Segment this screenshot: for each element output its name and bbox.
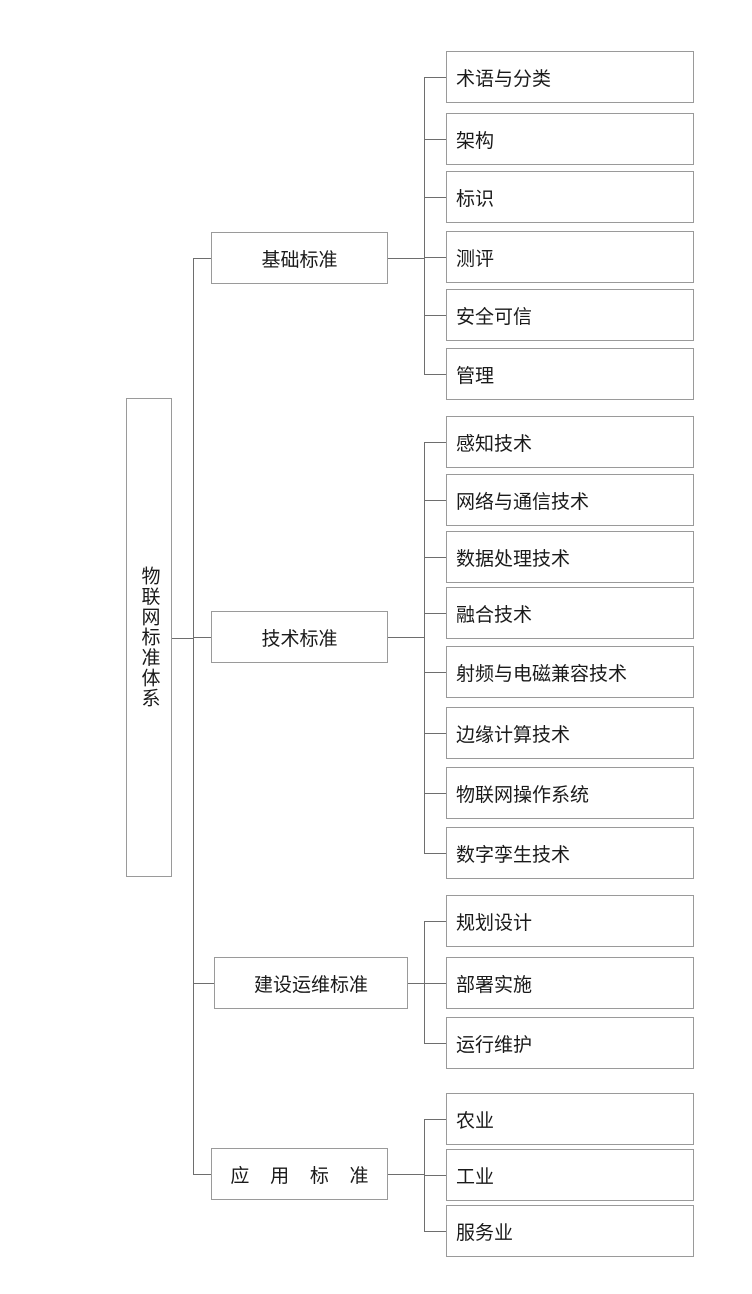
leaf-node-label: 规划设计 xyxy=(456,912,533,934)
connector-branch-1-leaf-0 xyxy=(424,442,446,443)
connector-branch-1-leaf-4 xyxy=(424,672,446,673)
category-node-label: 应 用 标 准 xyxy=(230,1165,377,1187)
leaf-node-label: 术语与分类 xyxy=(456,68,552,90)
connector-category-1-stub xyxy=(388,637,424,638)
connector-category-3-stub xyxy=(388,1174,424,1175)
category-node[interactable]: 技术标准 xyxy=(211,611,388,663)
leaf-node-label: 运行维护 xyxy=(456,1034,533,1056)
connector-branch-1-leaf-2 xyxy=(424,557,446,558)
leaf-node[interactable]: 运行维护 xyxy=(446,1017,694,1069)
leaf-node[interactable]: 工业 xyxy=(446,1149,694,1201)
category-node-label: 技术标准 xyxy=(261,628,338,650)
root-node-iot-standards-system[interactable]: 物联网标准体系 xyxy=(126,398,172,877)
category-node-label: 基础标准 xyxy=(261,249,338,271)
connector-branch-3-leaf-2 xyxy=(424,1231,446,1232)
connector-branch-trunk-2 xyxy=(424,921,425,1043)
leaf-node-label: 物联网操作系统 xyxy=(456,784,590,806)
connector-branch-1-leaf-1 xyxy=(424,500,446,501)
leaf-node[interactable]: 物联网操作系统 xyxy=(446,767,694,819)
connector-branch-1-leaf-3 xyxy=(424,613,446,614)
connector-trunk-to-0 xyxy=(193,258,211,259)
connector-branch-2-leaf-0 xyxy=(424,921,446,922)
leaf-node-label: 部署实施 xyxy=(456,974,533,996)
leaf-node[interactable]: 规划设计 xyxy=(446,895,694,947)
leaf-node[interactable]: 服务业 xyxy=(446,1205,694,1257)
connector-branch-trunk-0 xyxy=(424,77,425,374)
leaf-node-label: 农业 xyxy=(456,1110,495,1132)
root-node-label: 物联网标准体系 xyxy=(138,566,160,709)
leaf-node-label: 感知技术 xyxy=(456,433,533,455)
category-node[interactable]: 建设运维标准 xyxy=(214,957,408,1009)
connector-category-0-stub xyxy=(388,258,424,259)
leaf-node-label: 融合技术 xyxy=(456,604,533,626)
connector-root-stub xyxy=(172,637,193,639)
connector-category-2-stub xyxy=(408,983,424,984)
connector-trunk-to-2 xyxy=(193,983,214,984)
connector-branch-0-leaf-4 xyxy=(424,315,446,316)
leaf-node-label: 边缘计算技术 xyxy=(456,724,571,746)
leaf-node-label: 管理 xyxy=(456,365,495,387)
leaf-node[interactable]: 射频与电磁兼容技术 xyxy=(446,646,694,698)
leaf-node[interactable]: 部署实施 xyxy=(446,957,694,1009)
category-node[interactable]: 应 用 标 准 xyxy=(211,1148,388,1200)
leaf-node[interactable]: 标识 xyxy=(446,171,694,223)
connector-trunk-to-3 xyxy=(193,1174,211,1175)
leaf-node[interactable]: 测评 xyxy=(446,231,694,283)
leaf-node[interactable]: 融合技术 xyxy=(446,587,694,639)
leaf-node[interactable]: 安全可信 xyxy=(446,289,694,341)
connector-branch-1-leaf-6 xyxy=(424,793,446,794)
leaf-node[interactable]: 感知技术 xyxy=(446,416,694,468)
connector-branch-2-leaf-1 xyxy=(424,983,446,984)
leaf-node[interactable]: 农业 xyxy=(446,1093,694,1145)
connector-branch-0-leaf-2 xyxy=(424,197,446,198)
connector-branch-3-leaf-0 xyxy=(424,1119,446,1120)
leaf-node-label: 安全可信 xyxy=(456,306,533,328)
connector-branch-0-leaf-0 xyxy=(424,77,446,78)
leaf-node[interactable]: 网络与通信技术 xyxy=(446,474,694,526)
connector-branch-2-leaf-2 xyxy=(424,1043,446,1044)
leaf-node-label: 工业 xyxy=(456,1166,495,1188)
leaf-node-label: 数字孪生技术 xyxy=(456,844,571,866)
leaf-node[interactable]: 管理 xyxy=(446,348,694,400)
leaf-node-label: 射频与电磁兼容技术 xyxy=(456,663,628,685)
connector-branch-trunk-1 xyxy=(424,442,425,853)
leaf-node-label: 标识 xyxy=(456,188,495,210)
leaf-node-label: 架构 xyxy=(456,130,495,152)
connector-main-trunk xyxy=(193,258,194,1174)
connector-branch-1-leaf-5 xyxy=(424,733,446,734)
leaf-node[interactable]: 术语与分类 xyxy=(446,51,694,103)
leaf-node-label: 数据处理技术 xyxy=(456,548,571,570)
leaf-node-label: 网络与通信技术 xyxy=(456,491,590,513)
leaf-node-label: 测评 xyxy=(456,248,495,270)
category-node[interactable]: 基础标准 xyxy=(211,232,388,284)
leaf-node[interactable]: 架构 xyxy=(446,113,694,165)
category-node-label: 建设运维标准 xyxy=(253,974,368,996)
connector-branch-0-leaf-1 xyxy=(424,139,446,140)
leaf-node-label: 服务业 xyxy=(456,1222,514,1244)
connector-trunk-to-1 xyxy=(193,637,211,638)
connector-branch-0-leaf-5 xyxy=(424,374,446,375)
connector-branch-0-leaf-3 xyxy=(424,257,446,258)
leaf-node[interactable]: 数据处理技术 xyxy=(446,531,694,583)
leaf-node[interactable]: 边缘计算技术 xyxy=(446,707,694,759)
leaf-node[interactable]: 数字孪生技术 xyxy=(446,827,694,879)
connector-branch-1-leaf-7 xyxy=(424,853,446,854)
connector-branch-3-leaf-1 xyxy=(424,1175,446,1176)
